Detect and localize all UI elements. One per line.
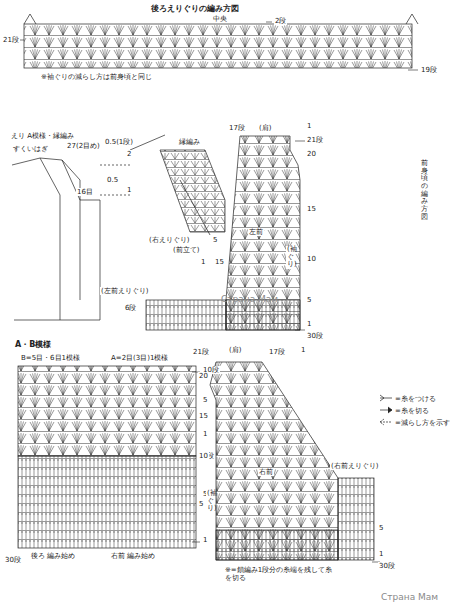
chart-label: 17段 bbox=[228, 124, 246, 132]
legend-text: =減らし方を示す bbox=[395, 418, 450, 428]
chart-label: 15 bbox=[306, 205, 317, 213]
chart-label: 左前 bbox=[248, 228, 264, 236]
chart-label: 0.5 bbox=[106, 176, 119, 184]
legend-text: =糸を切る bbox=[395, 406, 429, 416]
chart-label: 縁編み bbox=[178, 138, 201, 146]
chart-label: 20 bbox=[198, 372, 209, 380]
chart-label: 5 bbox=[378, 524, 384, 532]
chart-label: (右前えりぐり) bbox=[330, 462, 379, 470]
chart-label: すくいはぎ bbox=[12, 145, 49, 153]
chart-label: 右前 bbox=[258, 468, 274, 476]
section-title: 後ろえりぐりの編み方図 bbox=[150, 4, 240, 13]
watermark: Страна Мам bbox=[220, 294, 279, 304]
chart-label: 30段 bbox=[4, 556, 22, 564]
chart-label: (肩) bbox=[228, 346, 242, 354]
chart-label: 5 bbox=[202, 396, 208, 404]
chart-label: 21段 bbox=[306, 136, 324, 144]
chart-label: 21段 bbox=[2, 36, 20, 44]
chart-label: 2段 bbox=[274, 17, 287, 25]
chart-label: 1 bbox=[306, 320, 312, 328]
chart-label: 21段 bbox=[192, 348, 210, 356]
chart-label: えり A模様・縁編み bbox=[10, 132, 75, 140]
chart-label: (前立て) bbox=[172, 246, 200, 254]
chart-label: (袖ぐり) bbox=[206, 490, 215, 513]
chart-label: 前身頃の編み方図 bbox=[420, 160, 429, 222]
chart-label: 1 bbox=[378, 550, 384, 558]
chart-label: B=5目・6目1模様 bbox=[20, 354, 81, 362]
chart-label: 1 bbox=[300, 346, 306, 354]
chart-label: ※袖ぐりの減らし方は前身頃と同じ bbox=[40, 73, 153, 81]
chart-label: A=2目(3目)1模様 bbox=[110, 354, 169, 362]
chart-label: 30段 bbox=[378, 562, 396, 570]
legend-symbols bbox=[380, 395, 392, 425]
chart-label: 1 bbox=[202, 536, 208, 544]
chart-label: 中央 bbox=[212, 15, 228, 23]
chart-label: 5 bbox=[212, 236, 218, 244]
watermark: Страна Мам bbox=[380, 592, 439, 602]
row-arrows bbox=[14, 22, 418, 562]
chart-label: 5 bbox=[198, 500, 204, 508]
chart-label: 10 bbox=[198, 452, 209, 460]
chart-label: 5 bbox=[306, 296, 312, 304]
chart-label: 15 bbox=[214, 258, 225, 266]
garment-sketch bbox=[12, 135, 210, 320]
chart-label: 1 bbox=[306, 122, 312, 130]
chart-label: (袖ぐり) bbox=[286, 246, 295, 269]
chart-label: 16目 bbox=[76, 188, 94, 196]
chart-label: ※=鎖編み1段分の糸端を残して糸を切る bbox=[224, 566, 336, 582]
legend-text: =糸をつける bbox=[395, 394, 436, 404]
chart-label: (左前えりぐり) bbox=[100, 287, 149, 295]
section-title: A・B模様 bbox=[14, 340, 52, 349]
chart-label: 1 bbox=[126, 186, 132, 194]
chart-label: 17段 bbox=[268, 348, 286, 356]
chart-label: 0.5(1段) bbox=[104, 138, 134, 146]
chart-label: 20 bbox=[306, 150, 317, 158]
chart-label: 2 bbox=[126, 150, 132, 158]
chart-label: (右えりぐり) bbox=[148, 236, 190, 244]
chart-label: 19段 bbox=[420, 66, 438, 74]
chart-label: 27(2目め) bbox=[66, 142, 101, 150]
chart-label: 6段 bbox=[124, 304, 137, 312]
chart-label: 30段 bbox=[306, 332, 324, 340]
chart-label: 15 bbox=[198, 412, 209, 420]
chart-label: 右前 編み始め bbox=[110, 552, 156, 560]
chart-label: 1 bbox=[202, 430, 208, 438]
chart-label: 10 bbox=[306, 255, 317, 263]
chart-label: 後ろ 編み始め bbox=[30, 552, 76, 560]
chart-label: (肩) bbox=[258, 124, 272, 132]
chart-label: 1 bbox=[200, 258, 206, 266]
chart-outlines bbox=[18, 14, 418, 560]
